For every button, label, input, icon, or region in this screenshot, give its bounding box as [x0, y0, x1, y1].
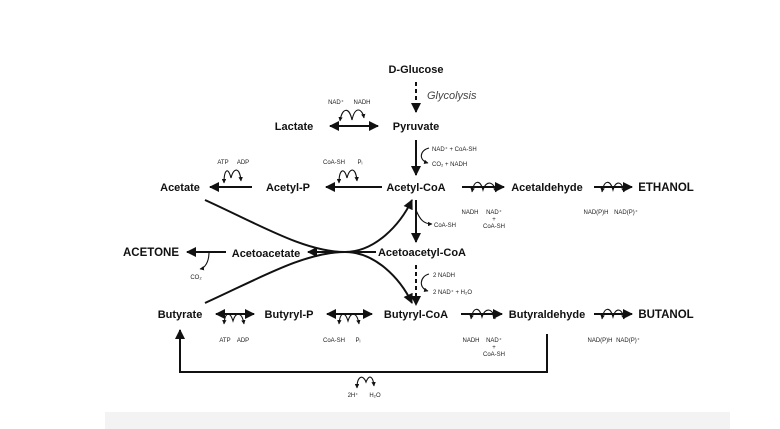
- ethanol-cofactor-curve: [600, 181, 626, 193]
- acetald-nadh-label: NADH: [461, 210, 478, 216]
- ethanol-nadph-label: NAD(P)H: [584, 210, 609, 216]
- butald-nad-label: NAD⁺: [486, 337, 502, 344]
- butyrate-atp-label: ATP: [219, 338, 230, 344]
- acetylcoa-coash-curve: [415, 209, 433, 227]
- acetyl-coash-label: CoA-SH: [434, 223, 456, 229]
- acetate-atp-label: ATP: [217, 160, 228, 166]
- butyraldehyde-cofactor-curve: [469, 308, 497, 320]
- lactate-nadh-label: NADH: [353, 100, 370, 106]
- butyrate-label: Butyrate: [158, 309, 203, 321]
- acetylp-coash-label: CoA-SH: [323, 160, 345, 166]
- butald-plus-label: +: [492, 345, 496, 351]
- butyryl-coa-label: Butyryl-CoA: [384, 309, 448, 321]
- acetate-label: Acetate: [160, 182, 200, 194]
- center-to-acetylcoa-curve: [344, 199, 413, 253]
- lactate-label: Lactate: [275, 121, 314, 133]
- butanol-label: BUTANOL: [638, 309, 693, 321]
- butyrylp-cofactor-curve: [337, 313, 361, 325]
- acetone-co2-label: CO₂: [190, 275, 202, 281]
- acetyl-coa-label: Acetyl-CoA: [386, 182, 445, 194]
- acetyl-p-label: Acetyl-P: [266, 182, 310, 194]
- butanol-nadph-label: NAD(P)H: [588, 338, 613, 344]
- butanol-nadp-label: NAD(P)⁺: [616, 337, 640, 344]
- acetald-nad-label: NAD⁺: [486, 209, 502, 216]
- butyryl-p-label: Butyryl-P: [265, 309, 314, 321]
- butyrate-adp-label: ADP: [237, 338, 249, 344]
- footer-band: [105, 412, 730, 429]
- acetate-adp-label: ADP: [237, 160, 249, 166]
- pyruvate-in-label: NAD⁺ + CoA-SH: [432, 146, 477, 153]
- butald-nadh-label: NADH: [462, 338, 479, 344]
- loop-2h-label: 2H⁺: [348, 392, 359, 399]
- acac-out-label: 2 NAD⁺ + H₂O: [433, 289, 472, 296]
- acetone-label: ACETONE: [123, 247, 179, 259]
- acetald-coash-label: CoA-SH: [483, 224, 505, 230]
- glycolysis-label: Glycolysis: [427, 90, 477, 102]
- butyrylp-pi-label: Pᵢ: [356, 338, 361, 344]
- acetylp-pi-label: Pᵢ: [358, 160, 363, 166]
- butyraldehyde-label: Butyraldehyde: [509, 309, 585, 321]
- ethanol-nadp-label: NAD(P)⁺: [614, 209, 638, 216]
- acetald-plus-label: +: [492, 217, 496, 223]
- acetate-to-center-curve: [204, 199, 346, 253]
- pyruvate-out-label: CO₂ + NADH: [432, 162, 467, 168]
- acetate-cofactor-curve: [221, 169, 243, 184]
- acetoacetyl-cofactor-curve: [420, 273, 430, 292]
- butyrate-to-center-curve: [204, 251, 346, 304]
- butyrate-cofactor-curve: [222, 313, 246, 325]
- butanol-cofactor-curve: [600, 308, 626, 320]
- ethanol-label: ETHANOL: [638, 182, 694, 194]
- lactate-nad-label: NAD⁺: [328, 99, 344, 106]
- acetoacetyl-coa-label: Acetoacetyl-CoA: [378, 247, 466, 259]
- acetone-co2-curve: [199, 251, 210, 271]
- acetaldehyde-label: Acetaldehyde: [511, 182, 583, 194]
- pyruvate-label: Pyruvate: [393, 121, 439, 133]
- acac-2nadh-label: 2 NADH: [433, 273, 455, 279]
- center-to-butyrylcoa-curve: [344, 251, 413, 304]
- butyrylp-coash-label: CoA-SH: [323, 338, 345, 344]
- acetaldehyde-cofactor-curve: [470, 181, 498, 193]
- butyraldehyde-butyrate-loop: [175, 329, 548, 373]
- acetoacetate-label: Acetoacetate: [232, 248, 300, 260]
- butald-coash-label: CoA-SH: [483, 352, 505, 358]
- acetylp-cofactor-curve: [336, 169, 359, 184]
- loop-cofactor-curve: [354, 376, 376, 389]
- lactate-cofactor-curve: [338, 109, 366, 122]
- loop-h2o-label: H₂O: [369, 393, 381, 399]
- glucose-label: D-Glucose: [388, 64, 443, 76]
- pyruvate-cofactor-curve: [420, 147, 430, 164]
